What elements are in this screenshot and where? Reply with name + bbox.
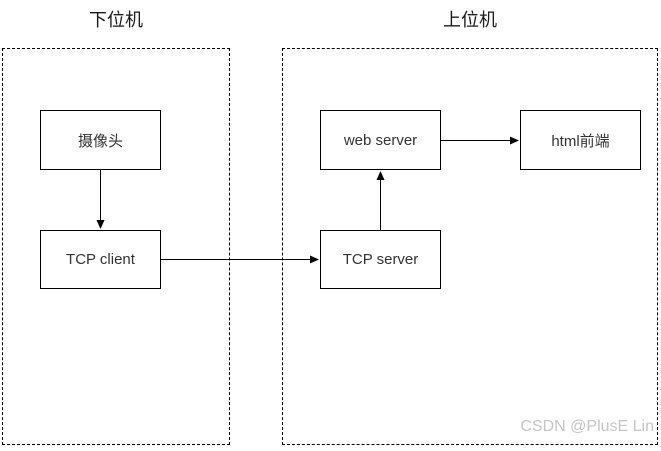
node-tcp-client: TCP client — [40, 230, 161, 289]
group-title-lower-machine: 下位机 — [89, 10, 143, 30]
group-title-upper-machine: 上位机 — [443, 10, 497, 30]
watermark: CSDN @PlusE Lin — [520, 418, 654, 435]
node-camera: 摄像头 — [40, 110, 161, 170]
node-html-frontend: html前端 — [520, 110, 641, 170]
group-box-lower-machine — [2, 48, 230, 445]
node-tcp-server: TCP server — [320, 230, 441, 289]
group-box-upper-machine — [282, 48, 658, 445]
node-web-server: web server — [320, 110, 441, 170]
